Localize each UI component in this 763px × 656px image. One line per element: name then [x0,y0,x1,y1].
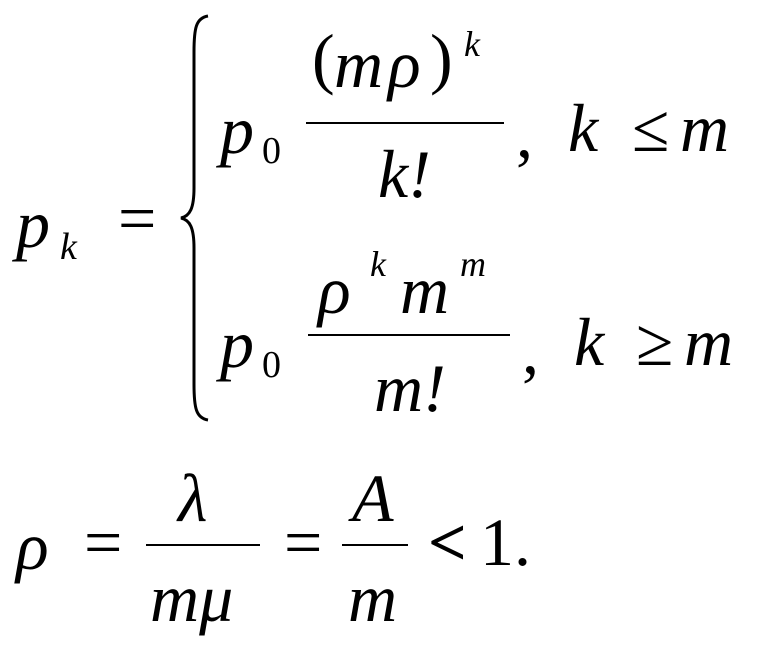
case1-num-m: m [334,26,384,102]
lhs-symbol: p [16,186,50,262]
left-brace-icon [180,14,209,422]
rho-equals-2: = [284,504,323,580]
frac1-denominator: mμ [150,560,234,636]
case2-comma: , [522,312,539,388]
case2-coef-subscript: 0 [262,344,281,386]
frac2-fraction-bar [342,544,408,546]
case2-coef: p [220,306,254,382]
case1-num-paren-open: ( [312,20,335,96]
case1-cond-rhs: m [680,90,730,166]
frac2-numerator: A [352,460,394,536]
case2-num-rho-superscript: k [370,244,386,284]
case1-coef: p [220,92,254,168]
rho-lhs: ρ [16,508,49,584]
case2-fraction-bar [308,334,510,336]
case1-num-paren-close: ) [430,20,453,96]
case1-denominator: k! [378,136,431,212]
less-than-sign: < [428,504,467,580]
case1-comma: , [516,96,533,172]
frac2-denominator: m [348,560,398,636]
case2-num-m-superscript: m [460,244,486,284]
case2-cond-rhs: m [684,304,734,380]
case2-cond-op: ≥ [636,304,674,380]
rho-equals-1: = [84,504,123,580]
case1-num-superscript: k [464,24,480,64]
case2-num-m: m [400,252,450,328]
case2-denominator: m! [374,350,446,426]
case1-fraction-bar [306,122,504,124]
case1-coef-subscript: 0 [262,130,281,172]
equals-sign: = [118,180,157,256]
case1-cond-var: k [568,90,599,166]
case2-num-rho: ρ [318,252,351,328]
case2-cond-var: k [574,304,605,380]
lhs-subscript: k [60,226,77,268]
rho-rhs: 1. [480,504,531,580]
frac1-numerator: λ [178,460,208,536]
case1-num-rho: ρ [388,26,421,102]
case1-cond-op: ≤ [632,90,670,166]
frac1-fraction-bar [146,544,260,546]
